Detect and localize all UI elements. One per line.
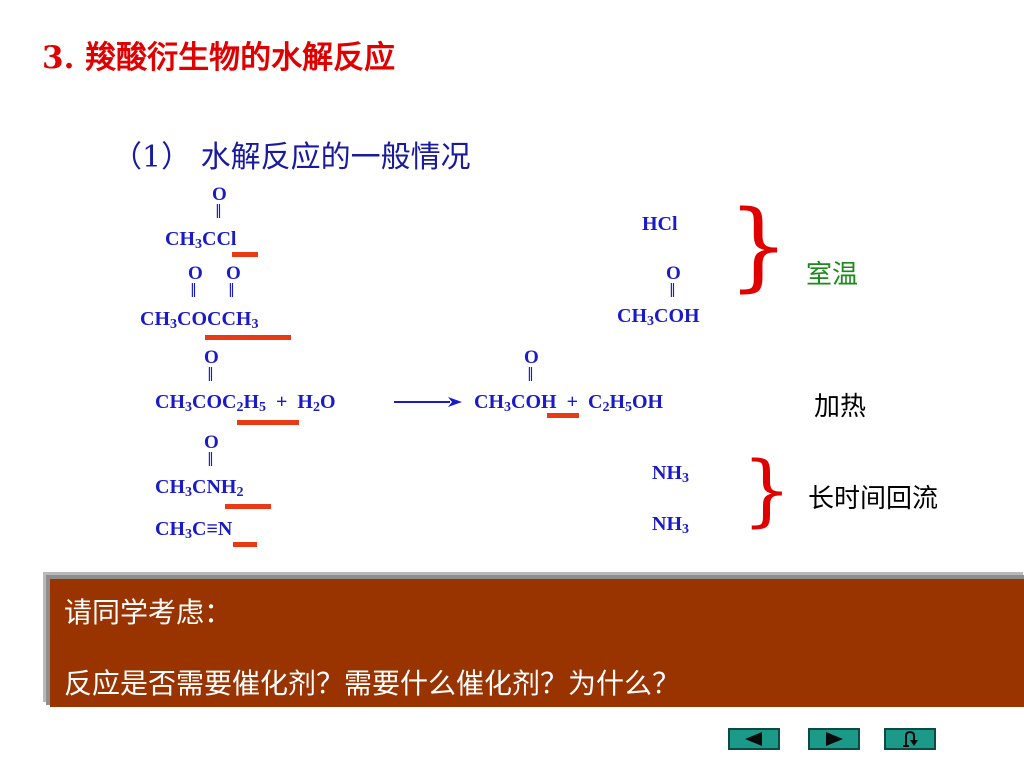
product-formula: CH3COH + C2H5OH [474, 391, 664, 415]
acyl-chloride-carbonyl-o: O [212, 184, 227, 205]
question-box [50, 579, 1024, 707]
question-line-2: 反应是否需要催化剂？需要什么催化剂？为什么？ [64, 667, 681, 700]
acyl-chloride-formula: CH3CCl [165, 228, 237, 252]
amide-carbonyl-o: O [204, 432, 219, 453]
condition-room-temp: 室温 [806, 260, 859, 290]
prev-slide-button[interactable] [728, 728, 780, 750]
product-carbonyl-o: O [524, 347, 539, 368]
acyl-chloride-cl-underline [232, 252, 258, 257]
reaction-arrow [394, 394, 464, 410]
ester-carbonyl-o: O [204, 347, 219, 368]
return-button[interactable] [884, 728, 936, 750]
acid-product-carbonyl-o: O [666, 263, 681, 284]
product-double-bond: ‖ [528, 365, 533, 387]
anhydride-o-left: O [188, 263, 203, 284]
brace-room-temp: } [728, 190, 790, 302]
anhydride-o-right: O [226, 263, 241, 284]
ester-underline [237, 420, 299, 425]
nh3-product-2: NH3 [652, 513, 689, 537]
page-title: 3. 羧酸衍生物的水解反应 [42, 40, 396, 76]
acid-product-formula: CH3COH [617, 305, 700, 329]
amide-underline [225, 504, 271, 509]
anhydride-formula: CH3COCCH3 [140, 308, 259, 332]
triangle-left-icon [745, 732, 762, 746]
return-arrow-icon [903, 730, 918, 747]
section-subtitle: （1） 水解反应的一般情况 [112, 140, 471, 175]
amide-formula: CH3CNH2 [155, 476, 244, 500]
acyl-chloride-double-bond: ‖ [216, 202, 221, 224]
question-line-1: 请同学考虑： [64, 596, 233, 629]
product-oh-underline [547, 413, 579, 418]
amide-double-bond: ‖ [208, 450, 213, 472]
brace-reflux: } [742, 446, 792, 536]
acid-product-double-bond: ‖ [670, 281, 675, 303]
hcl-product: HCl [642, 213, 678, 235]
nh3-product-1: NH3 [652, 462, 689, 486]
anhydride-underline [205, 335, 291, 340]
next-slide-button[interactable] [808, 728, 860, 750]
nitrile-formula: CH3C≡N [155, 518, 233, 542]
triangle-right-icon [826, 732, 843, 746]
condition-reflux: 长时间回流 [808, 484, 939, 514]
anhydride-double-bond-left: ‖ [191, 281, 196, 303]
ester-formula: CH3COC2H5 + H2O [155, 391, 336, 415]
nitrile-underline [233, 542, 257, 547]
anhydride-double-bond-right: ‖ [229, 281, 234, 303]
ester-double-bond: ‖ [208, 365, 213, 387]
condition-heating: 加热 [814, 392, 867, 422]
